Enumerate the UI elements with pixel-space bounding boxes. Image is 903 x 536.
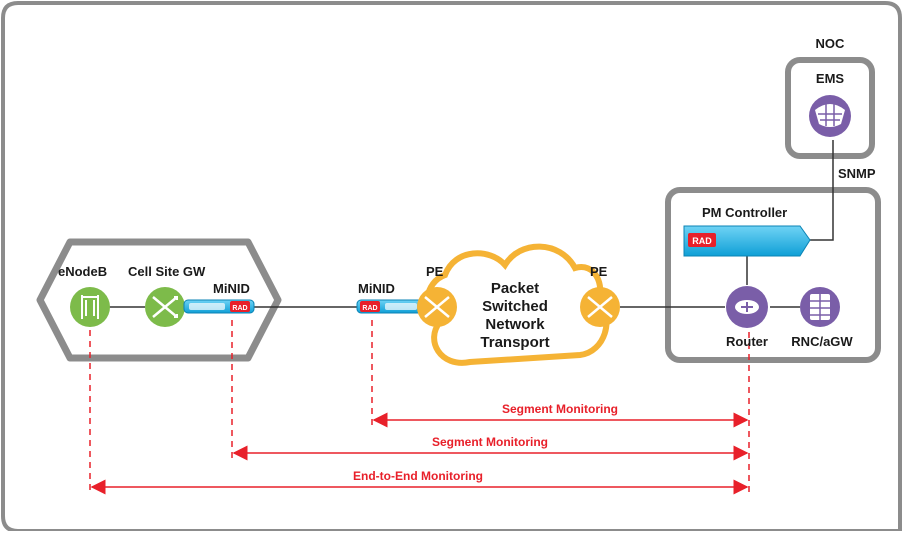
rnc-icon [800, 287, 840, 327]
pm-controller-device [683, 225, 811, 257]
end-to-end-label: End-to-End Monitoring [353, 469, 483, 483]
pe-right-icon [580, 287, 620, 327]
enodeb-label: eNodeB [58, 264, 107, 279]
ems-icon [809, 95, 851, 137]
router-label: Router [726, 334, 768, 349]
pe-left-label: PE [426, 264, 444, 279]
pe-right-label: PE [590, 264, 608, 279]
cell-site-gw-icon [145, 287, 185, 327]
cloud-line-3: Network [485, 316, 545, 333]
segment-outer-label: Segment Monitoring [432, 435, 548, 449]
pm-controller-logo: RAD [692, 236, 712, 246]
pe-left-icon [417, 287, 457, 327]
cloud-line-4: Transport [480, 334, 549, 351]
rnc-label: RNC/aGW [791, 334, 853, 349]
cloud-line-1: Packet [491, 280, 539, 297]
cell-site-gw-label: Cell Site GW [128, 264, 206, 279]
segment-inner-label: Segment Monitoring [502, 402, 618, 416]
ems-label: EMS [816, 71, 845, 86]
cell-site-minid-label: MiNID [213, 281, 250, 296]
core-minid-logo: RAD [362, 305, 377, 312]
enodeb-icon [70, 287, 110, 327]
link-pm-ems [808, 140, 834, 241]
pm-controller-label: PM Controller [702, 205, 787, 220]
router-icon [726, 286, 768, 328]
core-minid-label: MiNID [358, 281, 395, 296]
noc-title: NOC [816, 36, 846, 51]
cell-site-minid-device [183, 299, 255, 314]
cloud-line-2: Switched [482, 298, 548, 315]
cell-site-minid-logo: RAD [232, 305, 247, 312]
snmp-label: SNMP [838, 166, 876, 181]
